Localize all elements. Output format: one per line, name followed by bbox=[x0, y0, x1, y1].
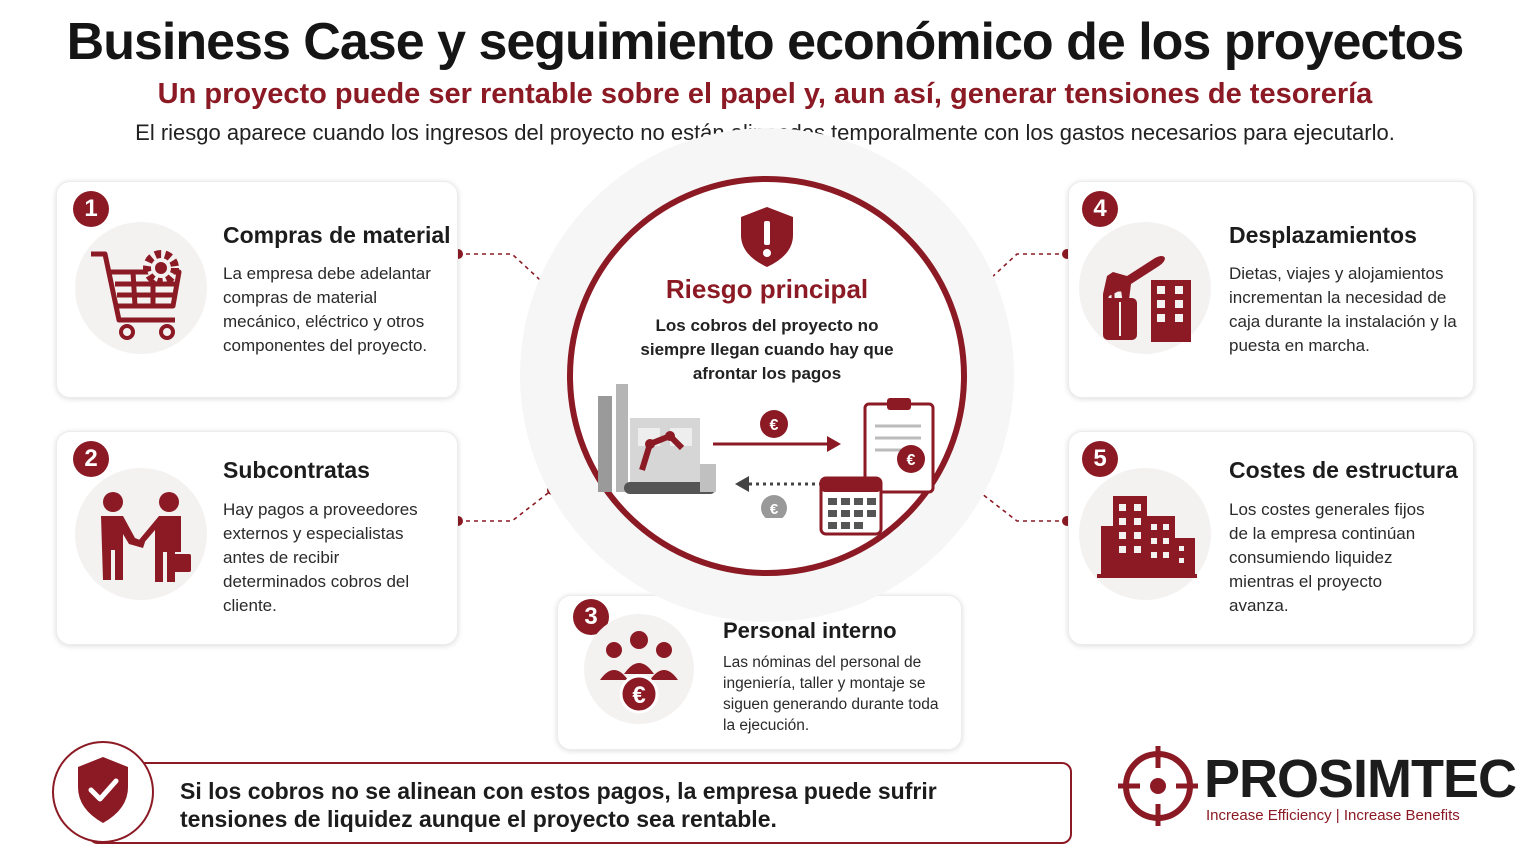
card-text: Las nóminas del personal de ingeniería, … bbox=[723, 654, 939, 734]
card-text: La empresa debe adelantar compras de mat… bbox=[223, 264, 431, 355]
factory-icon bbox=[598, 384, 716, 494]
brand-name: PROSIMTEC bbox=[1204, 749, 1517, 809]
shopping-cart-gear-icon bbox=[75, 222, 207, 354]
risk-title: Riesgo principal bbox=[665, 274, 869, 304]
risk-text: Los cobros del proyecto no siempre llega… bbox=[640, 316, 894, 383]
shield-check-badge bbox=[52, 741, 154, 843]
buildings-icon bbox=[1079, 468, 1211, 600]
card-number: 1 bbox=[73, 191, 109, 227]
svg-text:€: € bbox=[907, 452, 916, 469]
invoice-calendar-icon: € bbox=[819, 398, 935, 536]
cash-flow-arrows: € € bbox=[713, 410, 841, 518]
card-text: Dietas, viajes y alojamientos incrementa… bbox=[1229, 264, 1457, 355]
page-subtitle: Un proyecto puede ser rentable sobre el … bbox=[157, 78, 1373, 110]
conclusion-box bbox=[88, 762, 1072, 844]
card-number: 2 bbox=[73, 441, 109, 477]
card-title: Costes de estructura bbox=[1229, 457, 1458, 483]
svg-text:€: € bbox=[770, 417, 779, 434]
card-title: Desplazamientos bbox=[1229, 222, 1417, 248]
svg-text:€: € bbox=[632, 682, 645, 709]
travel-icon bbox=[1079, 222, 1211, 354]
card-title: Subcontratas bbox=[223, 457, 370, 483]
card-number: 5 bbox=[1082, 441, 1118, 477]
team-euro-icon: € bbox=[584, 614, 694, 724]
card-number: 4 bbox=[1082, 191, 1118, 227]
card-title: Compras de material bbox=[223, 222, 451, 248]
handshake-icon bbox=[75, 468, 207, 600]
svg-text:€: € bbox=[770, 501, 779, 518]
page-title: Business Case y seguimiento económico de… bbox=[66, 13, 1465, 71]
card-title: Personal interno bbox=[723, 618, 897, 643]
card-number: 3 bbox=[573, 599, 609, 635]
prosimtec-logo-icon bbox=[1118, 746, 1198, 826]
card-material-purchases bbox=[56, 181, 458, 398]
card-text: Los costes generales fijos de la empresa… bbox=[1229, 500, 1425, 615]
card-text: Hay pagos a proveedores externos y espec… bbox=[223, 500, 418, 615]
conclusion-text: Si los cobros no se alinean con estos pa… bbox=[180, 778, 937, 832]
brand-tagline: Increase Efficiency | Increase Benefits bbox=[1206, 807, 1460, 824]
shield-check-icon bbox=[78, 757, 128, 823]
warning-shield-icon bbox=[741, 207, 793, 267]
